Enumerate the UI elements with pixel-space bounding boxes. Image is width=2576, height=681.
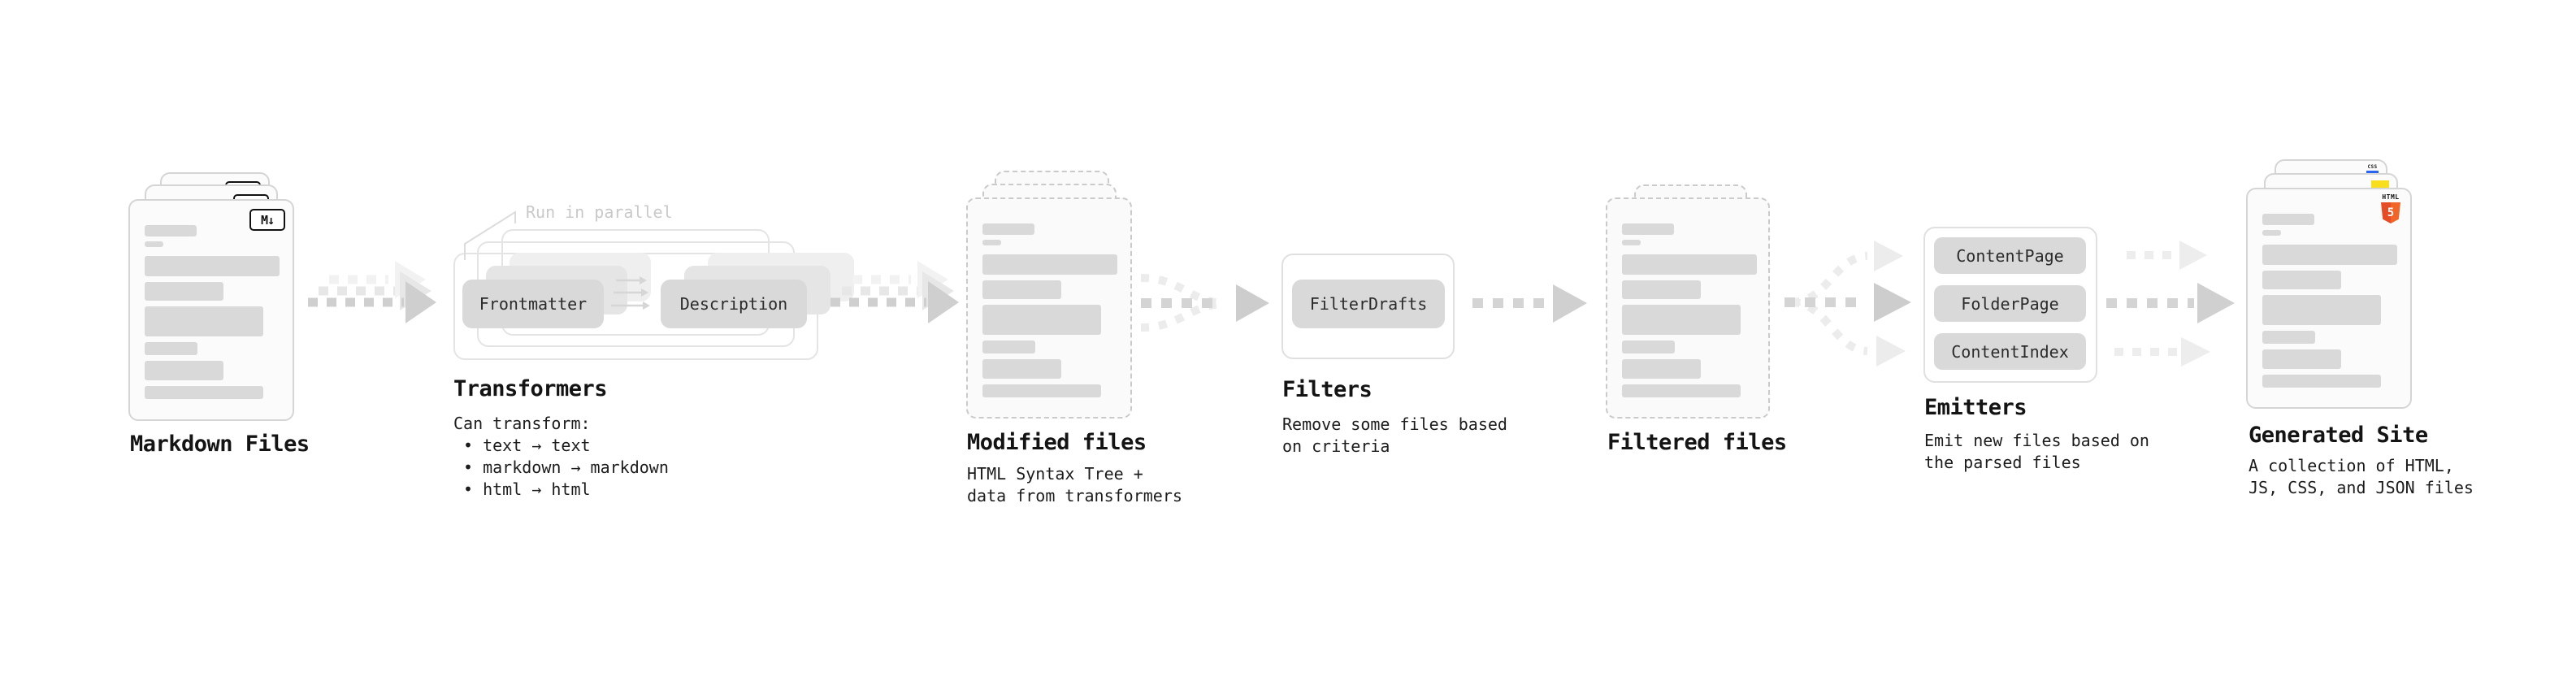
html5-icon: HTML 5 <box>2380 194 2401 223</box>
contentpage-pill-label: ContentPage <box>1956 245 2064 266</box>
filters-description: Remove some files based on criteria <box>1282 414 1507 458</box>
arrow-modified-to-filters <box>1140 274 1269 332</box>
arrow-markdown-to-transformers <box>308 261 436 323</box>
placeholder-bar <box>982 280 1061 299</box>
markdown-icon: M↓ <box>249 209 285 231</box>
filters-desc-line: Remove some files based <box>1282 414 1507 434</box>
placeholder-bar <box>145 256 280 276</box>
placeholder-bar <box>1622 305 1741 335</box>
placeholder-bar <box>982 240 1001 245</box>
folderpage-pill: FolderPage <box>1934 285 2086 322</box>
html5-icon-shield: 5 <box>2381 202 2400 223</box>
frontmatter-pill: Frontmatter <box>462 280 604 328</box>
placeholder-bar <box>1622 254 1757 275</box>
description-pill-label: Description <box>679 294 788 314</box>
transformers-caption: Transformers <box>453 376 608 401</box>
placeholder-bar <box>145 282 223 301</box>
modified-file-card <box>966 197 1132 419</box>
emitters-description: Emit new files based on the parsed files <box>1924 430 2149 474</box>
placeholder-bar <box>145 386 263 399</box>
modified-files-desc-line: data from transformers <box>967 486 1182 505</box>
filtered-files-caption: Filtered files <box>1607 430 1787 455</box>
placeholder-bar <box>2262 349 2341 369</box>
placeholder-bar <box>982 340 1035 354</box>
transformers-bullet: • text → text <box>463 436 591 455</box>
filters-desc-line: on criteria <box>1282 436 1390 456</box>
placeholder-bar <box>982 254 1117 275</box>
generated-file-card: HTML 5 <box>2246 188 2412 409</box>
frontmatter-pill-label: Frontmatter <box>479 294 588 314</box>
transformers-description: Can transform: • text → text • markdown … <box>453 413 669 501</box>
filterdrafts-pill-label: FilterDrafts <box>1309 294 1428 314</box>
arrow-emitters-to-generated <box>2106 241 2235 367</box>
modified-files-description: HTML Syntax Tree + data from transformer… <box>967 463 1182 507</box>
placeholder-bar <box>1622 240 1641 245</box>
placeholder-bar <box>1622 280 1701 299</box>
transformers-bullet: • markdown → markdown <box>463 458 669 477</box>
placeholder-bar <box>2262 230 2281 236</box>
arrow-filters-to-filtered <box>1472 284 1587 323</box>
placeholder-bar <box>1622 340 1675 354</box>
placeholder-bar <box>1622 359 1701 379</box>
emitters-desc-line: the parsed files <box>1924 453 2081 472</box>
run-in-parallel-note: Run in parallel <box>526 202 673 222</box>
placeholder-bar <box>2262 214 2314 225</box>
markdown-icon-label: M↓ <box>260 212 275 228</box>
contentindex-pill-label: ContentIndex <box>1951 341 2069 362</box>
html5-icon-label: HTML <box>2382 193 2400 201</box>
js-icon <box>2371 180 2389 189</box>
placeholder-bar <box>982 305 1101 335</box>
css-icon-bar <box>2366 171 2379 173</box>
modified-files-desc-line: HTML Syntax Tree + <box>967 464 1143 484</box>
css-icon-label: CSS <box>2367 164 2378 170</box>
filtered-file-card <box>1606 197 1770 419</box>
folderpage-pill-label: FolderPage <box>1961 293 2059 314</box>
placeholder-bar <box>2262 375 2381 388</box>
arrow-filtered-to-emitters <box>1785 241 1911 367</box>
placeholder-bar <box>145 241 163 247</box>
placeholder-bar <box>145 225 197 236</box>
description-pill: Description <box>661 280 807 328</box>
placeholder-bar <box>982 384 1101 397</box>
placeholder-bar <box>982 223 1034 235</box>
html5-icon-number: 5 <box>2387 206 2395 219</box>
generated-site-description: A collection of HTML, JS, CSS, and JSON … <box>2249 455 2474 499</box>
placeholder-bar <box>145 342 197 355</box>
contentindex-pill: ContentIndex <box>1934 333 2086 370</box>
emitters-caption: Emitters <box>1924 395 2027 420</box>
placeholder-bar <box>1622 384 1741 397</box>
placeholder-bar <box>2262 295 2381 325</box>
placeholder-bar <box>1622 223 1674 235</box>
contentpage-pill: ContentPage <box>1934 237 2086 274</box>
transformers-desc-title: Can transform: <box>453 414 591 433</box>
transformers-bullet: • html → html <box>463 479 591 499</box>
generated-site-desc-line: JS, CSS, and JSON files <box>2249 478 2474 497</box>
modified-files-caption: Modified files <box>967 430 1147 455</box>
generated-site-desc-line: A collection of HTML, <box>2249 456 2454 475</box>
markdown-file-card: M↓ <box>128 199 294 421</box>
emitters-desc-line: Emit new files based on <box>1924 431 2149 450</box>
markdown-files-caption: Markdown Files <box>130 432 310 457</box>
generated-site-caption: Generated Site <box>2249 423 2428 448</box>
placeholder-bar <box>145 361 223 380</box>
placeholder-bar <box>2262 331 2315 344</box>
filters-caption: Filters <box>1282 377 1373 402</box>
css-icon: CSS <box>2366 165 2379 173</box>
placeholder-bar <box>982 359 1061 379</box>
placeholder-bar <box>145 306 263 336</box>
filterdrafts-pill: FilterDrafts <box>1292 280 1445 328</box>
placeholder-bar <box>2262 271 2341 289</box>
placeholder-bar <box>2262 245 2397 265</box>
